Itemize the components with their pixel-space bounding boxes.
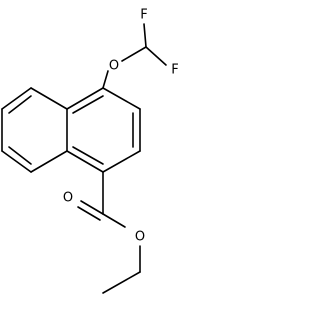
bond-c1-c8a-inner [72, 146, 104, 165]
bond-c7-c8 [1, 150, 32, 173]
bond-carbonyl-o-double-a [80, 200, 104, 215]
bond-c1-c8a [66, 150, 104, 173]
bond-ethyl-ch2-ch3 [102, 271, 141, 294]
bond-chf2-f-top [143, 23, 147, 48]
bond-chf2-o [121, 46, 147, 62]
bond-c5-c6 [1, 87, 32, 110]
molecule-structure: F F O O O [1, 8, 179, 294]
bond-carbonyl-o-single [102, 213, 126, 228]
fluorine-label-top: F [140, 8, 147, 23]
bond-o-ring [102, 70, 109, 89]
bond-c2-c1 [102, 150, 141, 173]
bond-c4a-c5 [30, 87, 68, 110]
fluorine-label-right: F [171, 63, 178, 78]
bond-c4a-c4-inner [72, 95, 104, 114]
bond-chf2-f-right [145, 46, 167, 66]
bond-c8-c8a [30, 150, 68, 173]
carbonyl-oxygen-label: O [63, 191, 73, 206]
bond-c4-c3 [102, 87, 141, 110]
ether-oxygen-label: O [109, 59, 119, 74]
bond-carbonyl-o-double-b [77, 206, 101, 221]
ester-oxygen-label: O [135, 230, 145, 245]
bond-c5-c6-inner [8, 95, 32, 114]
bond-c4a-c4 [66, 87, 104, 110]
bond-c7-c8-inner [8, 146, 32, 165]
